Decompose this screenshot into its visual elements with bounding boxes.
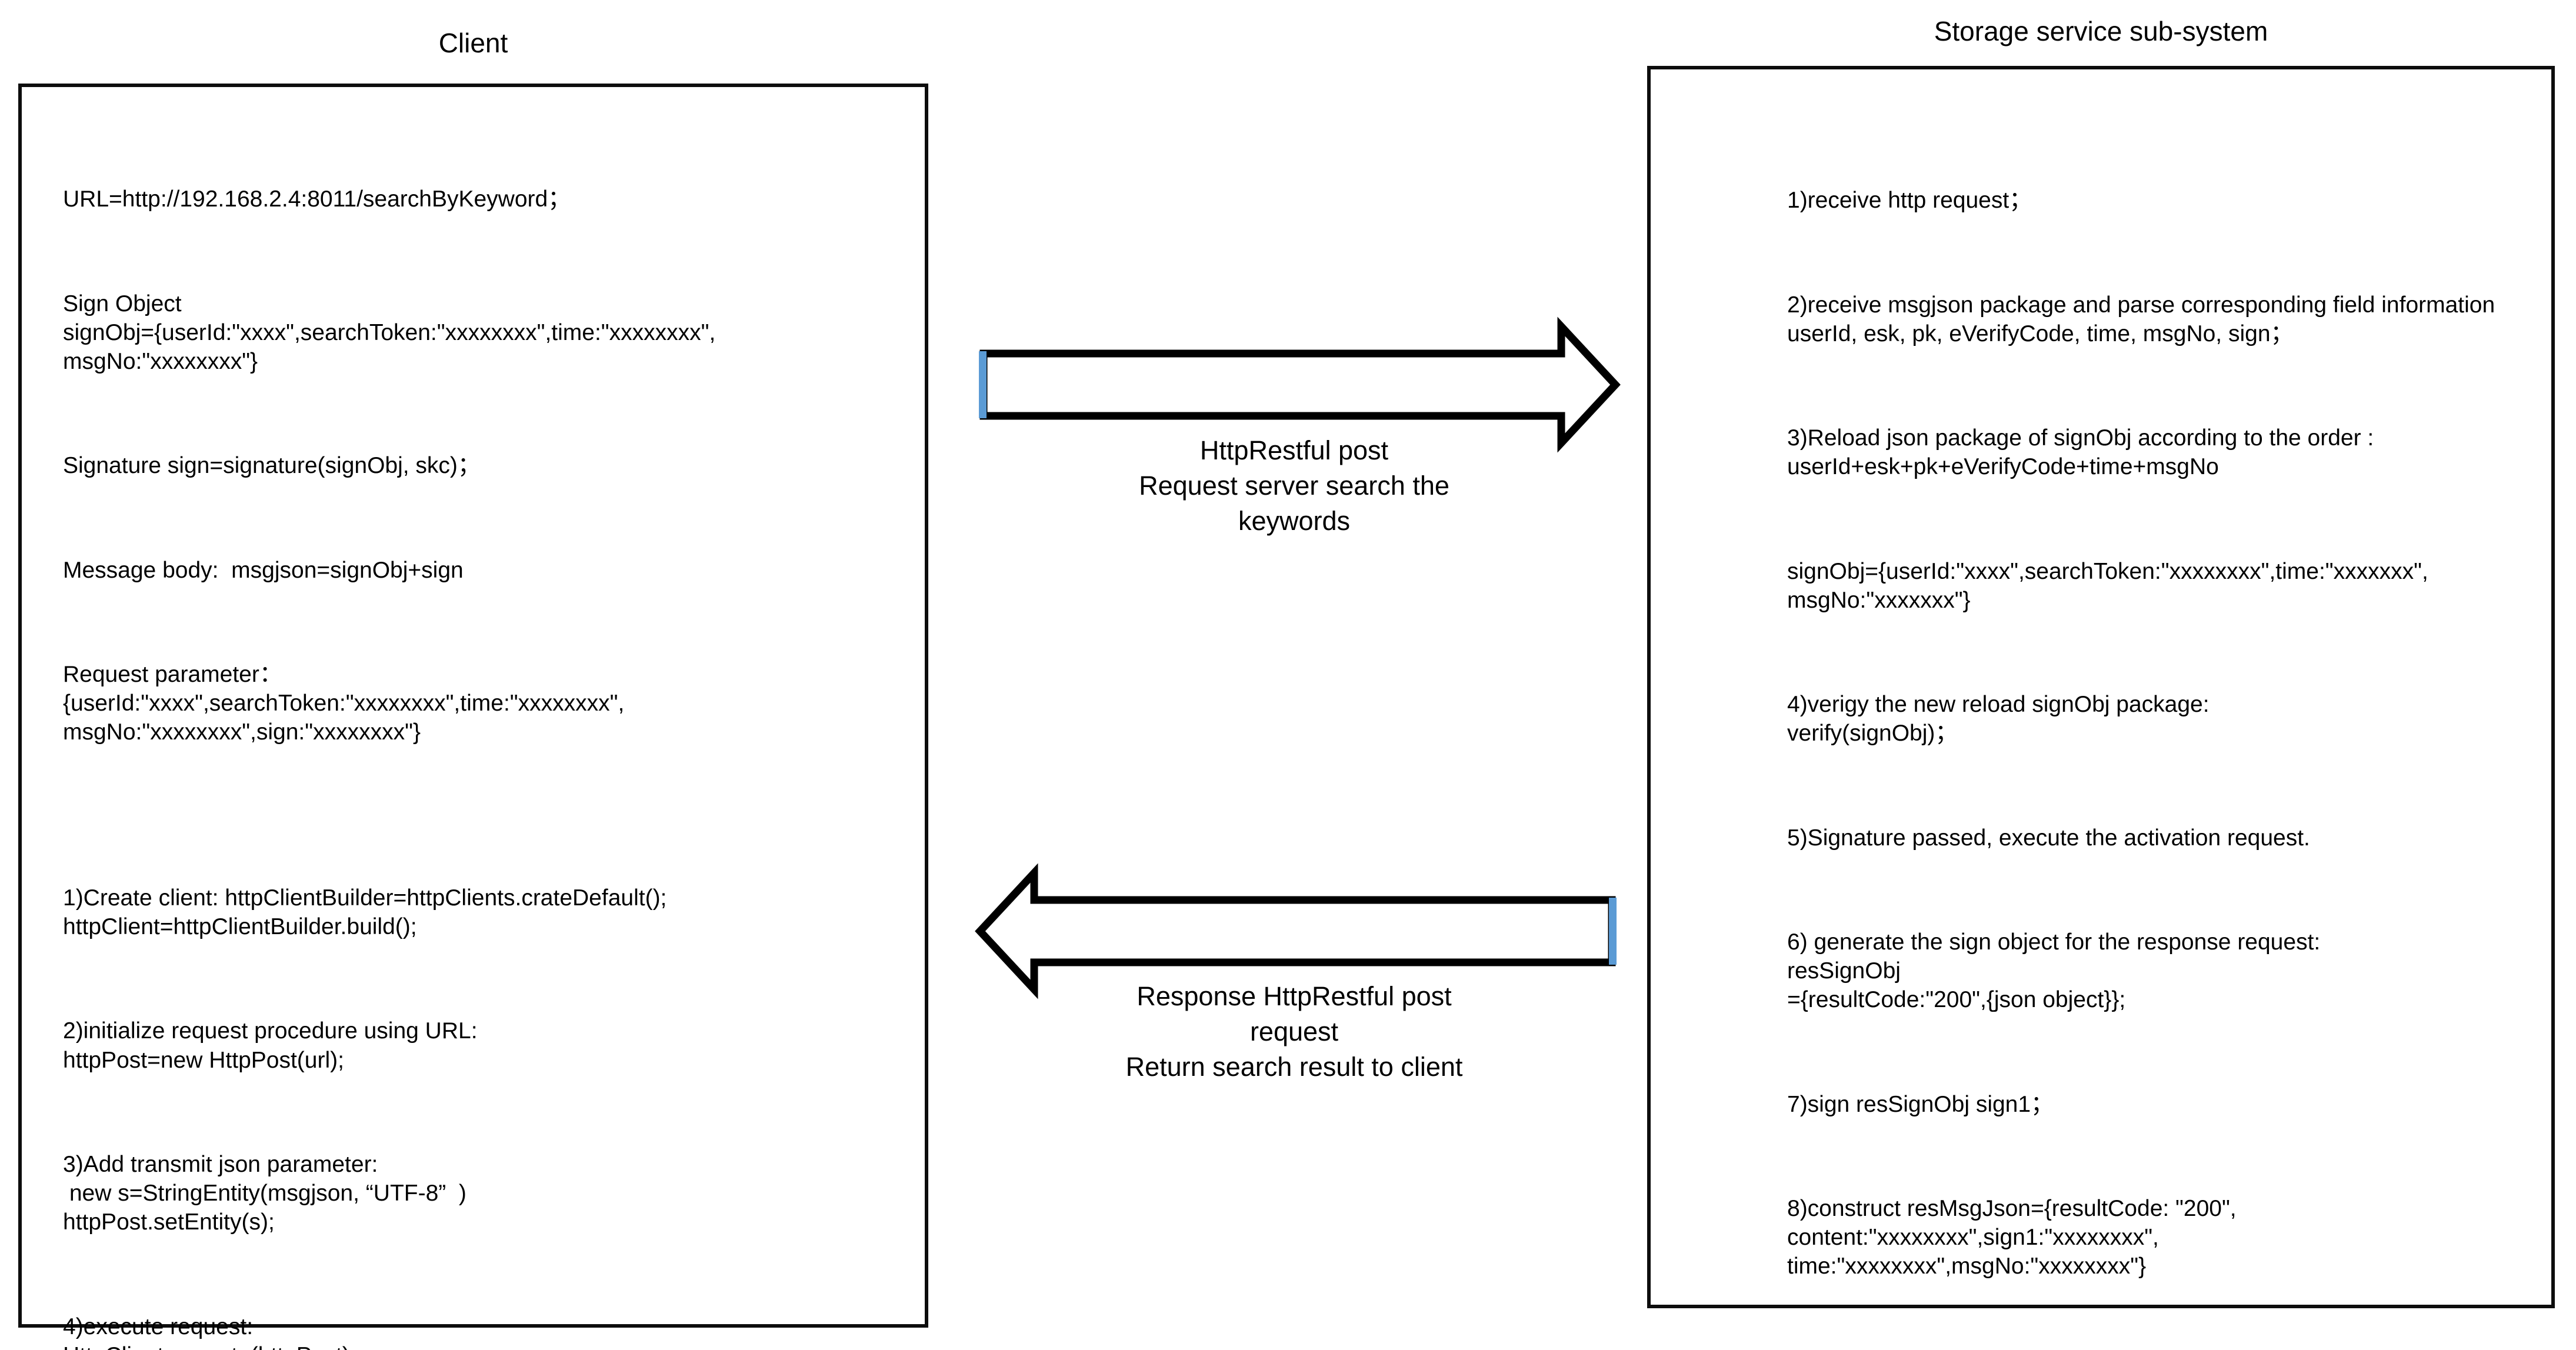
storage-step-3: 3)Reload json package of signObj accordi…	[1787, 425, 2381, 480]
response-arrow-caption: Response HttpRestful post request Return…	[959, 979, 1629, 1085]
storage-step-5: 5)Signature passed, execute the activati…	[1787, 825, 2310, 851]
request-arrow-caption: HttpRestful post Request server search t…	[959, 433, 1629, 539]
response-caption-line-2: request	[1249, 1016, 1339, 1046]
storage-step-1: 1)receive http request；	[1787, 188, 2032, 214]
response-caption-line-3: Return search result to client	[1125, 1051, 1463, 1082]
storage-panel-box: 1)receive http request； 2)receive msgjso…	[1647, 66, 2555, 1308]
storage-signobj-payload: signObj={userId:"xxxx",searchToken:"xxxx…	[1787, 558, 2435, 613]
storage-panel-text: 1)receive http request； 2)receive msgjso…	[1787, 128, 2522, 1350]
client-block-gap	[63, 822, 904, 826]
client-block-url: URL=http://192.168.2.4:8011/searchByKeyw…	[63, 186, 571, 212]
client-panel-title: Client	[438, 28, 508, 58]
client-panel-text: URL=http://192.168.2.4:8011/searchByKeyw…	[63, 127, 904, 1350]
request-caption-line-1: HttpRestful post	[1199, 435, 1389, 465]
storage-panel-title: Storage service sub-system	[1934, 16, 2268, 46]
storage-step-6: 6) generate the sign object for the resp…	[1787, 929, 2321, 1013]
storage-step-4: 4)verigy the new reload signObj package:…	[1787, 692, 2210, 746]
client-block-message-body: Message body: msgjson=signObj+sign	[63, 557, 464, 583]
storage-step-2: 2)receive msgjson package and parse corr…	[1787, 292, 2495, 346]
client-block-request-param: Request parameter： {userId:"xxxx",search…	[63, 662, 625, 745]
storage-step-7: 7)sign resSignObj sign1；	[1787, 1091, 2054, 1117]
request-caption-line-2: Request server search the	[1139, 470, 1449, 501]
response-arrow-icon	[968, 863, 1617, 999]
client-panel-box: URL=http://192.168.2.4:8011/searchByKeyw…	[18, 84, 928, 1350]
response-caption-line-1: Response HttpRestful post	[1137, 981, 1452, 1011]
request-caption-line-3: keywords	[1238, 505, 1351, 536]
storage-step-8: 8)construct resMsgJson={resultCode: "200…	[1787, 1196, 2237, 1279]
client-step-1: 1)Create client: httpClientBuilder=httpC…	[63, 885, 667, 939]
client-block-sign-object: Sign Object signObj={userId:"xxxx",searc…	[63, 291, 716, 374]
client-block-signature: Signature sign=signature(signObj, skc)；	[63, 453, 481, 479]
client-step-4: 4)execute request: HttpClient.execute(ht…	[63, 1314, 356, 1350]
client-step-2: 2)initialize request procedure using URL…	[63, 1018, 478, 1073]
request-arrow-icon	[979, 316, 1621, 453]
client-step-3: 3)Add transmit json parameter: new s=Str…	[63, 1151, 466, 1235]
